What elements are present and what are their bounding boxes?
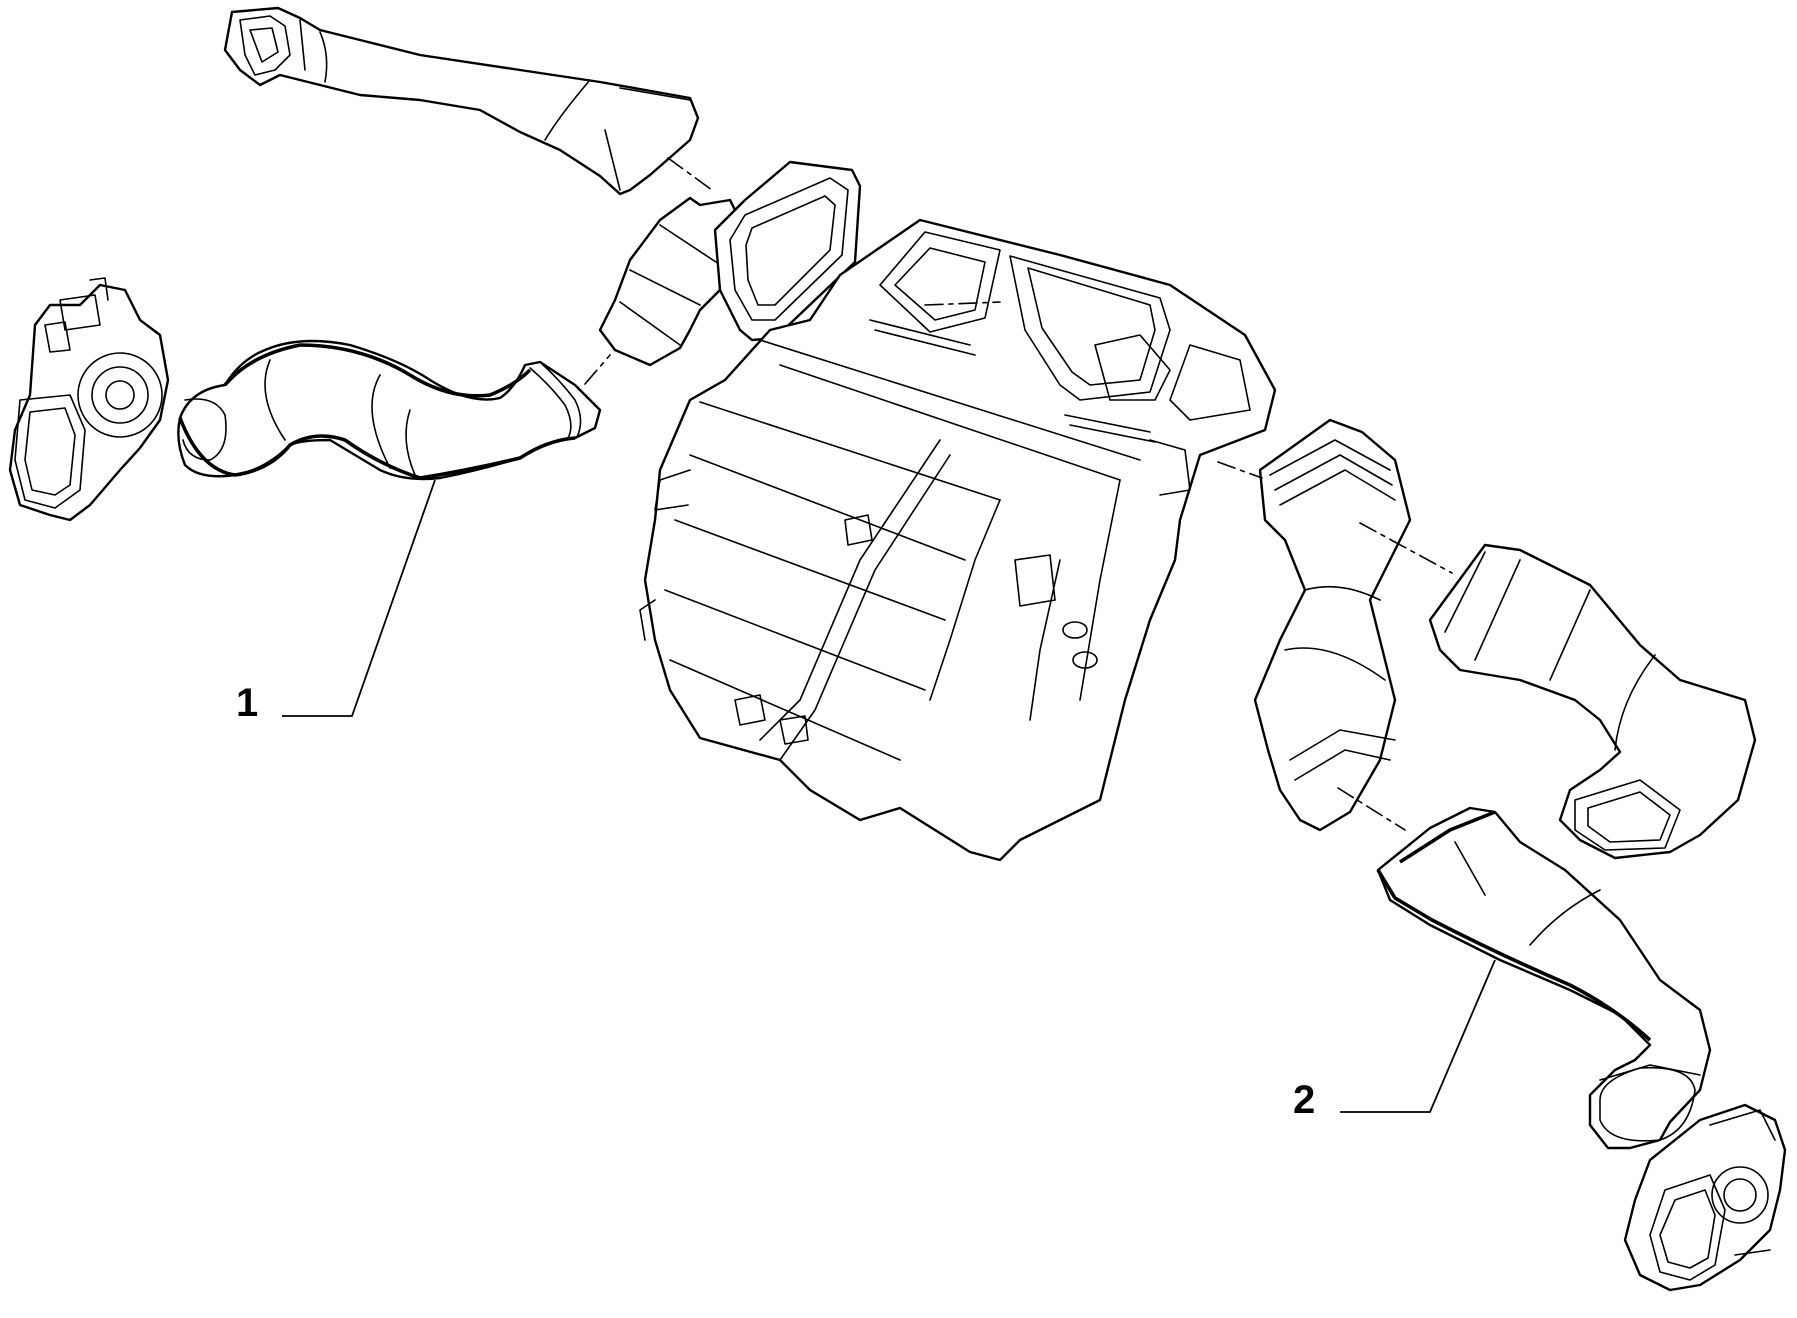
callout-2-leader: [1340, 959, 1496, 1113]
upper-elbow-duct: [598, 196, 742, 367]
hvac-housing: [639, 218, 1277, 862]
callout-1-label: 1: [236, 681, 258, 725]
right-air-duct: [1376, 806, 1712, 1150]
callout-1-leader: [282, 479, 436, 717]
callout-2: 2: [1293, 959, 1496, 1122]
callout-2-label: 2: [1293, 1078, 1315, 1122]
upper-outlet-frame: [713, 160, 862, 342]
left-blower-unit: [8, 277, 170, 522]
upper-left-duct: [223, 6, 700, 196]
right-blower-unit: [1623, 1103, 1787, 1292]
right-elbow-duct: [1253, 418, 1412, 832]
connection-lines: [584, 157, 1453, 831]
right-outlet-duct: [1428, 543, 1757, 860]
callout-1: 1: [236, 479, 436, 725]
left-air-duct: [177, 339, 602, 481]
